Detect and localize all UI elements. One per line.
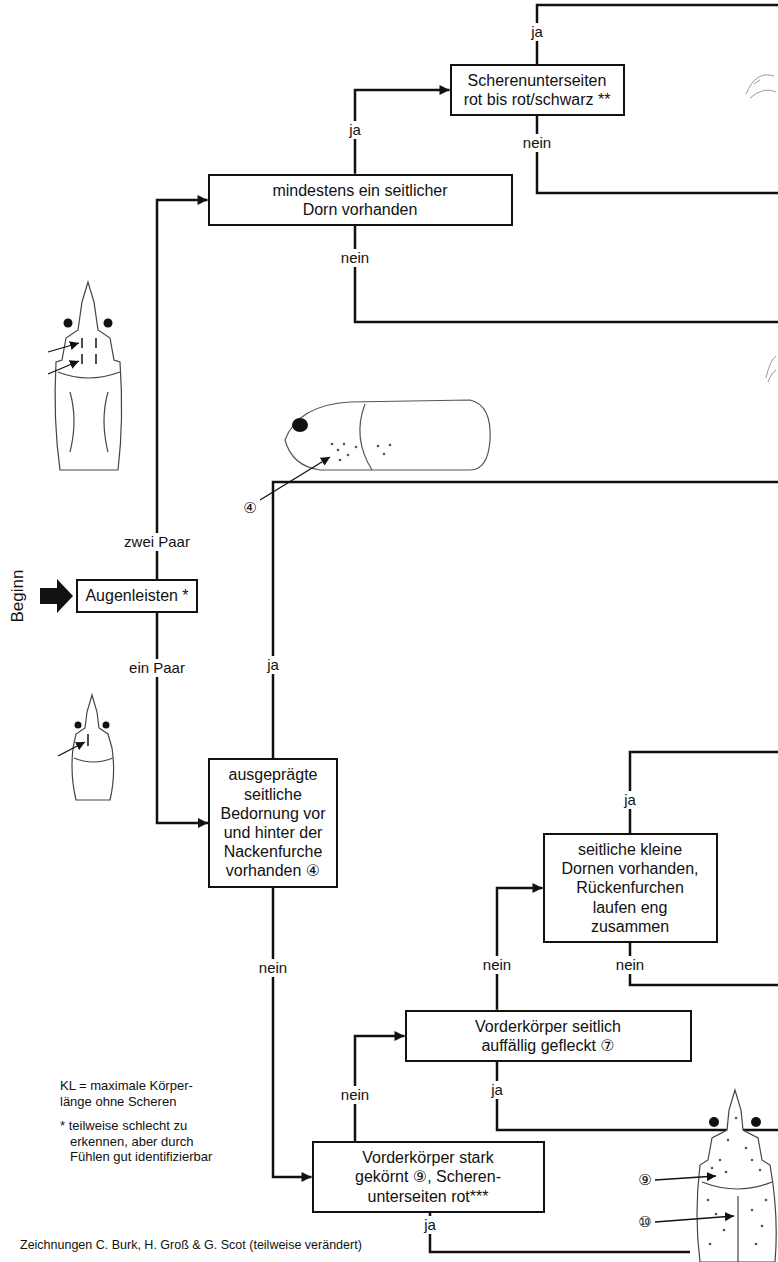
callout-number: ⑨ [635, 1171, 654, 1189]
decision-box: Vorderkörper stark gekörnt ⑨, Scheren- u… [312, 1141, 545, 1213]
callout-number: ⑩ [635, 1213, 654, 1231]
claw-sketch [766, 356, 776, 382]
branch-label: zwei Paar [121, 533, 193, 551]
granule-dots [707, 1117, 768, 1246]
branch-label: nein [338, 249, 372, 267]
footnote: KL = maximale Körper- länge ohne Scheren [60, 1078, 225, 1109]
branch-label: nein [520, 134, 554, 152]
branch-label: ja [264, 656, 282, 674]
branch-label: ja [421, 1216, 439, 1234]
back-groove [737, 1196, 738, 1262]
decision-box: Scherenunterseiten rot bis rot/schwarz *… [450, 64, 625, 116]
eye-ridges [82, 338, 96, 364]
neck-groove [74, 758, 113, 762]
decision-box: Vorderkörper seitlich auffällig gefleckt… [405, 1010, 692, 1062]
spine-dots [331, 443, 392, 462]
leader-arrow [58, 742, 85, 756]
eye [103, 722, 110, 729]
side-outline [285, 400, 490, 470]
carapace-outline [55, 282, 122, 470]
carapace-drawing [58, 695, 114, 800]
start-box: Augenleisten * [76, 579, 197, 612]
leader-arrow [260, 457, 330, 500]
neck-groove [360, 404, 372, 470]
branch-label: nein [480, 956, 514, 974]
callout-number: ④ [240, 499, 259, 517]
box-text: seitliche kleine Dornen vorhanden, Rücke… [558, 840, 703, 936]
branch-label: ja [346, 121, 364, 139]
leader-arrow [655, 1216, 734, 1222]
branch-label: nein [613, 956, 647, 974]
branch-label: ein Paar [126, 659, 188, 677]
carapace-outline [72, 695, 114, 800]
leader-arrow [48, 361, 79, 374]
box-text: Scherenunterseiten rot bis rot/schwarz *… [459, 71, 616, 109]
box-text: Vorderkörper seitlich auffällig gefleckt… [458, 1017, 638, 1055]
branch-label: nein [256, 959, 290, 977]
branch-label: ja [528, 23, 546, 41]
branch-label: nein [338, 1086, 372, 1104]
carapace-drawing [655, 1090, 776, 1262]
box-text: Augenleisten * [85, 586, 188, 605]
connector-arrow [157, 200, 208, 579]
connector-arrow [157, 613, 208, 823]
branch-label: ja [621, 791, 639, 809]
eye [104, 319, 113, 328]
footnote: * teilweise schlecht zu erkennen, aber d… [60, 1118, 230, 1165]
leader-arrow [655, 1176, 716, 1180]
claw-sketch [746, 75, 776, 98]
carapace-drawing [48, 282, 122, 470]
decision-box: seitliche kleine Dornen vorhanden, Rücke… [543, 833, 718, 943]
connector-arrow [273, 888, 312, 1177]
exit-line [273, 482, 778, 823]
decision-box: ausgeprägte seitliche Bedornung vor und … [208, 758, 338, 887]
branch-label: ja [488, 1081, 506, 1099]
connector-arrow [497, 888, 543, 1010]
eye [75, 722, 82, 729]
claw-sketch [746, 75, 776, 382]
start-arrow [40, 579, 73, 613]
credit-note: Zeichnungen C. Burk, H. Groß & G. Scot (… [20, 1238, 362, 1253]
box-text: ausgeprägte seitliche Bedornung vor und … [217, 765, 329, 880]
side-view-drawing [260, 400, 490, 500]
box-text: mindestens ein seitlicher Dorn vorhanden [258, 181, 463, 219]
eye [751, 1117, 761, 1127]
eye [709, 1117, 719, 1127]
decision-box: mindestens ein seitlicher Dorn vorhanden [208, 174, 513, 226]
back-grooves [70, 392, 108, 452]
eye [64, 319, 73, 328]
start-label: Beginn [8, 567, 28, 626]
box-text: Vorderkörper stark gekörnt ⑨, Scheren- u… [346, 1148, 511, 1206]
eye [292, 418, 308, 432]
neck-groove [58, 372, 120, 378]
neck-groove [702, 1182, 772, 1189]
leader-arrow [48, 343, 79, 352]
eye-ridge [87, 734, 89, 746]
connector-arrow [355, 90, 450, 174]
